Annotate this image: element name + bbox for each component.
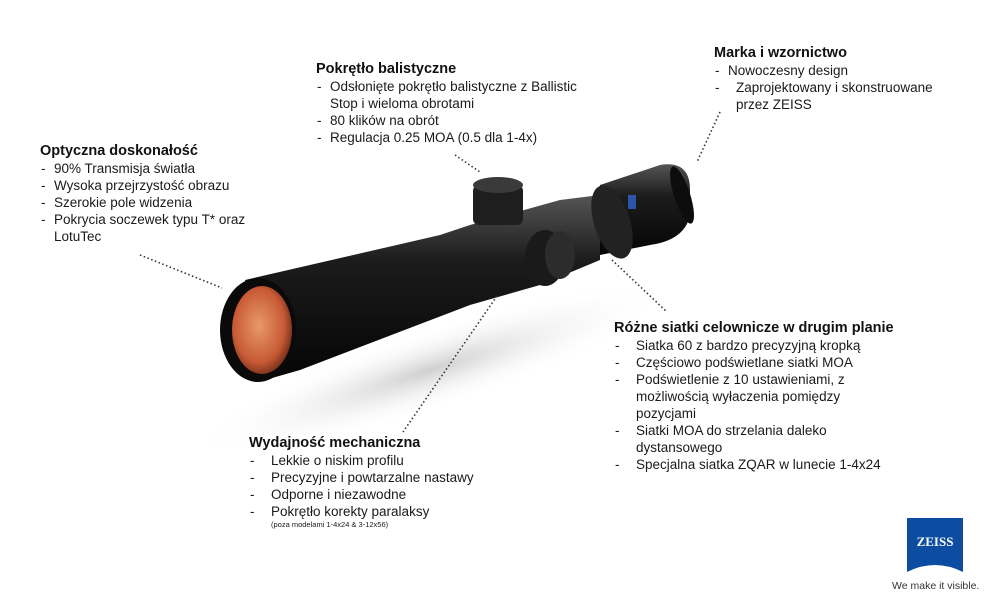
mechanical-note: (poza modelami 1-4x24 & 3-12x56) [271, 520, 389, 529]
reticles-item: Siatka 60 z bardzo precyzyjną kropką [614, 337, 914, 354]
ballistic-item: Regulacja 0.25 MOA (0.5 dla 1-4x) [316, 129, 586, 146]
ballistic-item: Odsłonięte pokrętło balistyczne z Ballis… [316, 78, 586, 112]
reticles-item: Specjalna siatka ZQAR w lunecie 1-4x24 [614, 456, 914, 473]
reticles-item: Podświetlenie z 10 ustawieniami, z możli… [614, 371, 886, 422]
optical-item: Wysoka przejrzystość obrazu [40, 177, 270, 194]
mechanical-performance-callout: Wydajność mechaniczna Lekkie o niskim pr… [249, 434, 539, 530]
optical-item: 90% Transmisja światła [40, 160, 270, 177]
mechanical-title: Wydajność mechaniczna [249, 435, 421, 451]
brand-design-callout: Marka i wzornictwo Nowoczesny design Zap… [714, 44, 964, 113]
optical-excellence-callout: Optyczna doskonałość 90% Transmisja świa… [40, 142, 270, 245]
ballistic-turret-callout: Pokrętło balistyczne Odsłonięte pokrętło… [316, 60, 586, 146]
mechanical-item: Odporne i niezawodne [249, 486, 539, 503]
ballistic-item: 80 klików na obrót [316, 112, 586, 129]
reticles-item: Częściowo podświetlane siatki MOA [614, 354, 914, 371]
zeiss-logo: ZEISS [907, 518, 963, 572]
brand-title: Marka i wzornictwo [714, 45, 847, 61]
logo-tagline: We make it visible. [892, 580, 980, 592]
optical-item: Szerokie pole widzenia [40, 194, 270, 211]
optical-title: Optyczna doskonałość [40, 143, 198, 159]
optical-item: Pokrycia soczewek typu T* oraz LotuTec [40, 211, 249, 245]
reticles-item: Siatki MOA do strzelania daleko dystanso… [614, 422, 886, 456]
reticles-callout: Różne siatki celownicze w drugim planie … [614, 319, 914, 473]
mechanical-item: Pokrętło korekty paralaksy [249, 503, 539, 520]
ballistic-title: Pokrętło balistyczne [316, 61, 457, 77]
brand-item: Nowoczesny design [714, 62, 964, 79]
mechanical-item: Precyzyjne i powtarzalne nastawy [249, 469, 539, 486]
logo-text: ZEISS [917, 534, 954, 549]
reticles-title: Różne siatki celownicze w drugim planie [614, 320, 894, 336]
brand-item: Zaprojektowany i skonstruowane przez ZEI… [714, 79, 964, 113]
mechanical-item: Lekkie o niskim profilu [249, 452, 539, 469]
